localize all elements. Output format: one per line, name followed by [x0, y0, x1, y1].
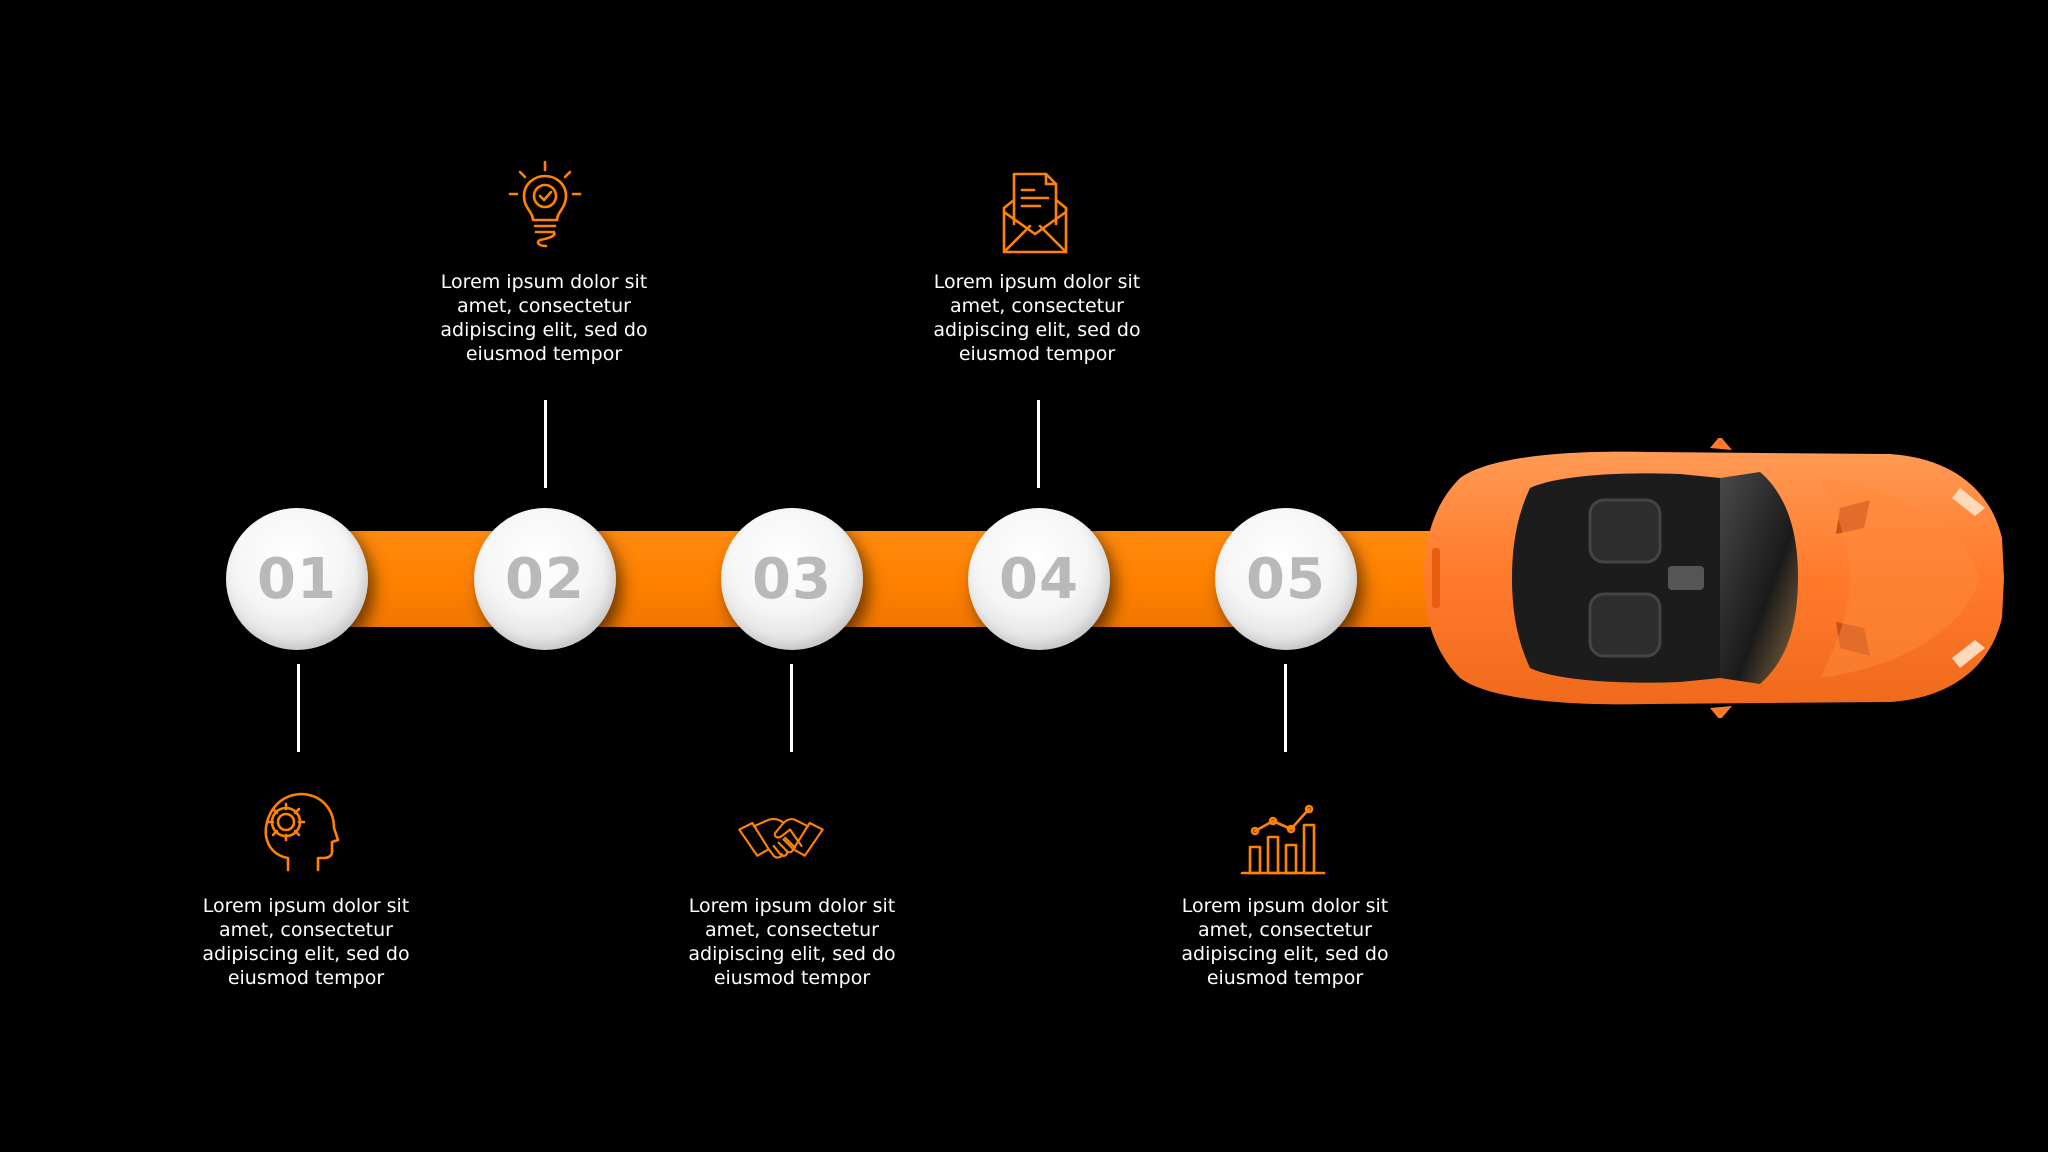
desc-line: eiusmod tempor — [465, 343, 623, 365]
desc-line: Lorem ipsum dolor sit — [933, 271, 1141, 293]
step-number: 05 — [1246, 546, 1326, 612]
desc-line: Lorem ipsum dolor sit — [440, 271, 648, 293]
envelope-letter-icon — [1002, 172, 1068, 254]
desc-line: eiusmod tempor — [958, 343, 1116, 365]
desc-line: eiusmod tempor — [227, 967, 385, 989]
step-node-01: 01 — [226, 508, 368, 650]
desc-line: eiusmod tempor — [713, 967, 871, 989]
desc-line: amet, consectetur — [950, 295, 1124, 317]
desc-line: eiusmod tempor — [1206, 967, 1364, 989]
step-node-05: 05 — [1215, 508, 1357, 650]
desc-line: adipiscing elit, sed do — [1181, 943, 1389, 965]
sports-car-top-view-icon — [1424, 438, 2004, 718]
desc-line: amet, consectetur — [1198, 919, 1372, 941]
step-node-02: 02 — [474, 508, 616, 650]
desc-line: adipiscing elit, sed do — [202, 943, 410, 965]
desc-line: Lorem ipsum dolor sit — [1181, 895, 1389, 917]
handshake-icon — [738, 818, 824, 859]
step-connector-04 — [1037, 400, 1040, 488]
desc-line: adipiscing elit, sed do — [440, 319, 648, 341]
step-number: 04 — [999, 546, 1079, 612]
step-node-04: 04 — [968, 508, 1110, 650]
step-connector-01 — [297, 664, 300, 752]
gear-head-icon — [264, 792, 340, 872]
desc-line: Lorem ipsum dolor sit — [202, 895, 410, 917]
desc-line: amet, consectetur — [705, 919, 879, 941]
step-description-02: Lorem ipsum dolor sit amet, consectetur … — [414, 270, 674, 366]
lightbulb-check-icon — [508, 160, 582, 248]
step-number: 01 — [257, 546, 337, 612]
desc-line: amet, consectetur — [457, 295, 631, 317]
desc-line: amet, consectetur — [219, 919, 393, 941]
step-description-04: Lorem ipsum dolor sit amet, consectetur … — [907, 270, 1167, 366]
step-description-01: Lorem ipsum dolor sit amet, consectetur … — [176, 894, 436, 990]
step-number: 02 — [505, 546, 585, 612]
step-connector-03 — [790, 664, 793, 752]
step-number: 03 — [752, 546, 832, 612]
desc-line: adipiscing elit, sed do — [688, 943, 896, 965]
step-connector-02 — [544, 400, 547, 488]
desc-line: Lorem ipsum dolor sit — [688, 895, 896, 917]
step-node-03: 03 — [721, 508, 863, 650]
desc-line: adipiscing elit, sed do — [933, 319, 1141, 341]
step-description-05: Lorem ipsum dolor sit amet, consectetur … — [1155, 894, 1415, 990]
step-connector-05 — [1284, 664, 1287, 752]
step-description-03: Lorem ipsum dolor sit amet, consectetur … — [662, 894, 922, 990]
bar-chart-growth-icon — [1240, 804, 1326, 875]
